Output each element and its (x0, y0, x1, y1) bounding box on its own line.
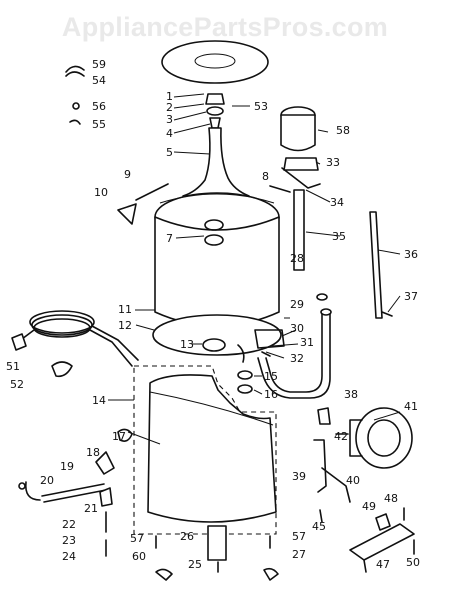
base-ring-part (152, 314, 285, 363)
callout-33: 33 (326, 156, 340, 169)
rod-part (369, 211, 393, 319)
callout-27: 27 (292, 548, 306, 561)
callout-4: 4 (166, 127, 173, 140)
callout-30: 30 (290, 322, 304, 335)
callout-50: 50 (406, 556, 420, 569)
callout-37: 37 (404, 290, 418, 303)
callout-32: 32 (290, 352, 304, 365)
spin-basket-part (147, 374, 277, 561)
callout-25: 25 (188, 558, 202, 571)
callout-57a: 57 (130, 532, 144, 545)
callout-20: 20 (40, 474, 54, 487)
callout-35: 35 (332, 230, 346, 243)
callout-8: 8 (262, 170, 269, 183)
callout-24: 24 (62, 550, 76, 563)
callout-18: 18 (86, 446, 100, 459)
agitator-part (182, 127, 250, 197)
callout-36: 36 (404, 248, 418, 261)
callout-31: 31 (300, 336, 314, 349)
callout-54: 54 (92, 74, 106, 87)
drain-hose-part (257, 308, 332, 399)
callout-13: 13 (180, 338, 194, 351)
callout-26: 26 (180, 530, 194, 543)
callout-47: 47 (376, 558, 390, 571)
callout-28: 28 (290, 252, 304, 265)
callout-40: 40 (346, 474, 360, 487)
callout-51: 51 (6, 360, 20, 373)
outer-tub-part (154, 192, 280, 327)
callout-labels: 1 2 3 4 5 7 8 9 10 11 12 13 14 15 16 17 … (6, 58, 420, 571)
callout-1: 1 (166, 90, 173, 103)
linkage-part (18, 428, 133, 557)
callout-23: 23 (62, 534, 76, 547)
callout-9: 9 (124, 168, 131, 181)
pump-motor-part (280, 106, 321, 271)
callout-3: 3 (166, 113, 173, 126)
callout-17: 17 (112, 430, 126, 443)
callout-60: 60 (132, 550, 146, 563)
callout-29: 29 (290, 298, 304, 311)
lid-part (161, 40, 269, 84)
motor-bracket-part (349, 507, 415, 573)
bracket-part (117, 183, 169, 225)
bolt-8 (269, 185, 291, 193)
callout-56: 56 (92, 100, 106, 113)
callout-38: 38 (344, 388, 358, 401)
callout-5: 5 (166, 146, 173, 159)
callout-15: 15 (264, 370, 278, 383)
leader-lines (108, 93, 401, 445)
motor-part (349, 407, 413, 469)
callout-22: 22 (62, 518, 76, 531)
callout-48: 48 (384, 492, 398, 505)
callout-42: 42 (334, 430, 348, 443)
callout-16: 16 (264, 388, 278, 401)
callout-41: 41 (404, 400, 418, 413)
callout-11: 11 (118, 303, 132, 316)
callout-12: 12 (118, 319, 132, 332)
callout-55: 55 (92, 118, 106, 131)
callout-21: 21 (84, 502, 98, 515)
callout-19: 19 (60, 460, 74, 473)
callout-14: 14 (92, 394, 106, 407)
callout-58: 58 (336, 124, 350, 137)
seal-stack-part (205, 93, 225, 129)
callout-34: 34 (330, 196, 344, 209)
callout-45: 45 (312, 520, 326, 533)
callout-59: 59 (92, 58, 106, 71)
callout-39: 39 (292, 470, 306, 483)
switch-linkage-part (313, 407, 351, 523)
callout-53: 53 (254, 100, 268, 113)
callout-49: 49 (362, 500, 376, 513)
hardware-clips (65, 65, 85, 125)
callout-7: 7 (166, 232, 173, 245)
clip-parts (237, 293, 328, 394)
callout-2: 2 (166, 101, 173, 114)
callout-10: 10 (94, 186, 108, 199)
callout-52: 52 (10, 378, 24, 391)
power-cord-part (11, 310, 139, 378)
callout-57b: 57 (292, 530, 306, 543)
feet-parts (155, 535, 279, 581)
watermark: AppliancePartsPros.com (61, 12, 389, 42)
basket-frame (133, 365, 277, 535)
